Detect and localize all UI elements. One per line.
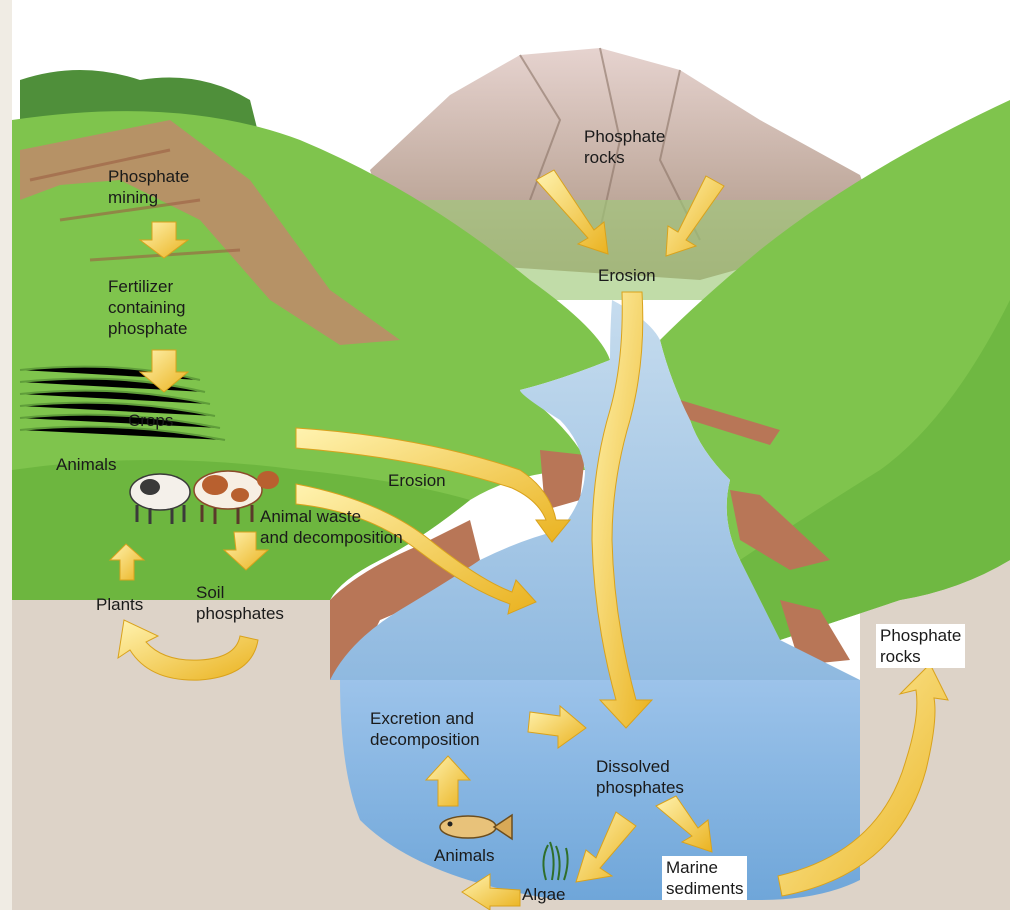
label-crops: Crops	[128, 410, 173, 431]
label-line: mining	[108, 187, 189, 208]
label-line: Excretion and	[370, 708, 480, 729]
label-phosphate-rocks-top: Phosphate rocks	[584, 126, 665, 168]
label-line: phosphates	[596, 777, 684, 798]
label-dissolved-phosphates: Dissolved phosphates	[596, 756, 684, 798]
label-phosphate-mining: Phosphate mining	[108, 166, 189, 208]
label-line: phosphates	[196, 603, 284, 624]
label-line: and decomposition	[260, 527, 403, 548]
label-line: Phosphate	[880, 625, 961, 646]
label-fertilizer-containing-phosphate: Fertilizer containing phosphate	[108, 276, 187, 339]
label-line: rocks	[584, 147, 665, 168]
label-phosphate-rocks-right: Phosphate rocks	[876, 624, 965, 668]
label-erosion-land: Erosion	[388, 470, 446, 491]
label-line: Phosphate	[108, 166, 189, 187]
page-edge	[0, 0, 12, 910]
label-line: sediments	[666, 878, 743, 899]
label-line: phosphate	[108, 318, 187, 339]
label-soil-phosphates: Soil phosphates	[196, 582, 284, 624]
label-line: rocks	[880, 646, 961, 667]
label-line: containing	[108, 297, 187, 318]
label-line: Animal waste	[260, 506, 403, 527]
label-algae: Algae	[522, 884, 565, 905]
label-line: Soil	[196, 582, 284, 603]
label-animals-land: Animals	[56, 454, 116, 475]
label-line: Fertilizer	[108, 276, 187, 297]
label-excretion-decomposition: Excretion and decomposition	[370, 708, 480, 750]
label-line: Phosphate	[584, 126, 665, 147]
label-line: Marine	[666, 857, 743, 878]
label-line: decomposition	[370, 729, 480, 750]
label-erosion-top: Erosion	[598, 265, 656, 286]
label-animal-waste-decomposition: Animal waste and decomposition	[260, 506, 403, 548]
label-animals-water: Animals	[434, 845, 494, 866]
label-plants: Plants	[96, 594, 143, 615]
label-line: Dissolved	[596, 756, 684, 777]
label-marine-sediments: Marine sediments	[662, 856, 747, 900]
